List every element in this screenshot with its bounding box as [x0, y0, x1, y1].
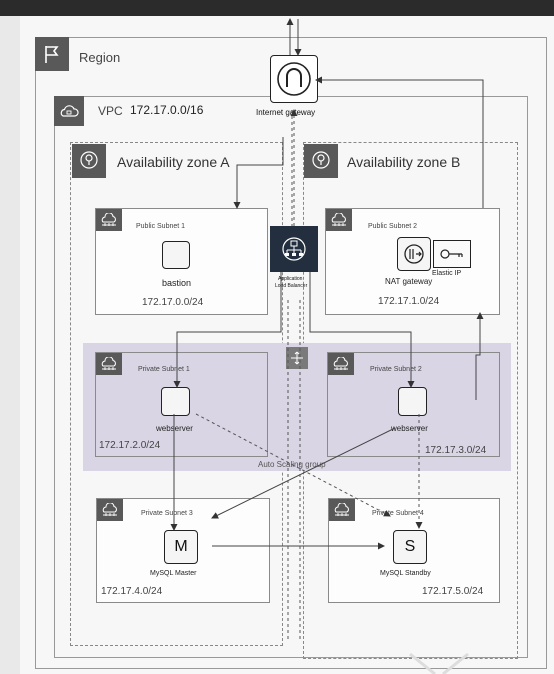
cloud-subnet-icon	[326, 209, 352, 231]
availability-zone-b-label: Availability zone B	[347, 154, 461, 170]
private-subnet-1	[95, 352, 268, 457]
private-subnet-4-title: Private Subnet 4	[372, 510, 424, 517]
gateway-arch-icon	[270, 55, 318, 103]
availability-zone-a-label: Availability zone A	[117, 154, 230, 170]
bastion-instance-icon	[162, 241, 190, 269]
public-subnet-1-title: Public Subnet 1	[136, 223, 186, 230]
public-subnet-2-title: Public Subnet 2	[368, 223, 418, 230]
vpc-label: VPC	[98, 104, 123, 118]
public-subnet-2-cidr: 172.17.1.0/24	[378, 296, 440, 307]
flag-icon	[35, 37, 69, 71]
nat-to-igw-arrow	[315, 76, 484, 208]
database-icon: S	[393, 530, 427, 564]
private-subnet-2	[327, 352, 500, 457]
internet-gateway-label: Internet gateway	[256, 108, 316, 117]
webserver-2-to-master-arrow	[211, 427, 396, 519]
mysql-standby-letter: S	[404, 538, 416, 555]
region-boundary	[35, 37, 547, 669]
webserver-2-icon	[398, 387, 427, 416]
mysql-master-letter: M	[174, 538, 188, 555]
key-icon	[433, 240, 471, 268]
cloud-subnet-icon	[96, 209, 122, 231]
database-icon: M	[164, 530, 198, 564]
nat-gateway-label: NAT gateway	[385, 277, 433, 286]
bastion-label: bastion	[162, 278, 192, 288]
load-balancer-icon	[270, 226, 318, 272]
private-subnet-3-cidr: 172.17.4.0/24	[101, 586, 163, 597]
cloud-subnet-icon	[328, 353, 354, 375]
cloud-subnet-icon	[97, 499, 123, 521]
load-balancer-label-line2: Load Balancer	[275, 283, 308, 289]
cloud-subnet-icon	[96, 353, 122, 375]
location-pin-icon	[304, 144, 338, 178]
private-subnet-1-cidr: 172.17.2.0/24	[99, 440, 161, 451]
nat-gateway-icon	[397, 237, 431, 271]
igw-to-public-subnet-1-arrow	[233, 137, 284, 209]
lb-to-webserver-1-arrow	[173, 272, 282, 388]
webserver-1-to-standby-dashed-arrow	[195, 413, 391, 517]
webserver-2-to-nat-arrow	[475, 312, 484, 400]
private-subnet-1-title: Private Subnet 1	[138, 366, 190, 373]
load-balancer-label-line1: Application	[278, 276, 303, 282]
location-pin-icon	[72, 144, 106, 178]
public-subnet-1-cidr: 172.17.0.0/24	[142, 297, 204, 308]
mysql-master-label: MySQL Master	[150, 570, 197, 577]
private-subnet-4-cidr: 172.17.5.0/24	[422, 586, 484, 597]
window-top-bar	[0, 0, 554, 16]
cloud-lock-icon	[54, 96, 84, 126]
lb-to-webserver-2-arrow	[309, 272, 415, 388]
private-subnet-2-cidr: 172.17.3.0/24	[425, 445, 487, 456]
vpc-cidr: 172.17.0.0/16	[130, 103, 204, 117]
webserver-2-label: webserver	[391, 424, 428, 433]
elastic-ip-label: Elastic IP	[432, 270, 462, 277]
region-label: Region	[79, 50, 121, 65]
private-subnet-3-title: Private Subnet 3	[141, 510, 193, 517]
cloud-subnet-icon	[329, 499, 355, 521]
private-subnet-2-title: Private Subnet 2	[370, 366, 422, 373]
mysql-standby-label: MySQL Standby	[380, 570, 431, 577]
auto-scaling-icon	[286, 347, 308, 369]
webserver-1-icon	[161, 387, 190, 416]
